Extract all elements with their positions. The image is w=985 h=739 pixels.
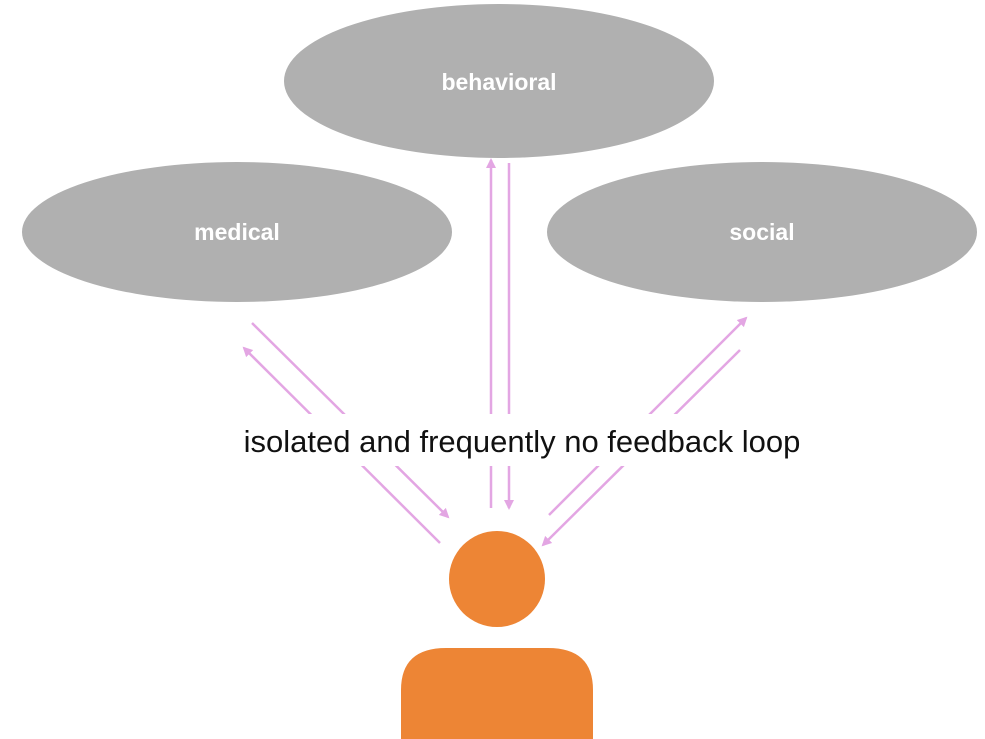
node-medical-shape (22, 162, 452, 302)
node-social-label: social (729, 219, 794, 245)
node-behavioral-shape (284, 4, 714, 158)
caption-text: isolated and frequently no feedback loop (244, 424, 801, 459)
person-icon (401, 531, 593, 739)
node-medical-label: medical (194, 219, 280, 245)
node-social-shape (547, 162, 977, 302)
node-behavioral-label: behavioral (441, 69, 556, 95)
node-social: social (547, 162, 977, 302)
person-head (449, 531, 545, 627)
node-medical: medical (22, 162, 452, 302)
person-body (401, 648, 593, 739)
caption-background (200, 414, 840, 466)
node-behavioral: behavioral (284, 4, 714, 158)
